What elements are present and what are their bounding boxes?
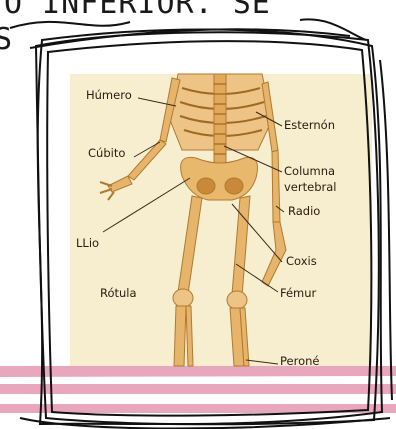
label-radio: Radio — [288, 204, 320, 218]
label-llio: LLio — [76, 236, 99, 250]
label-perone: Peroné — [280, 354, 319, 368]
pink-tape — [0, 366, 396, 413]
label-femur: Fémur — [280, 286, 316, 300]
label-humero: Húmero — [86, 88, 132, 102]
label-coxis: Coxis — [286, 254, 317, 268]
label-rotula: Rótula — [100, 286, 137, 300]
label-cubito: Cúbito — [88, 146, 125, 160]
label-columna-2: vertebral — [284, 180, 336, 194]
label-columna-1: Columna — [284, 164, 335, 178]
label-esternon: Esternón — [284, 118, 335, 132]
